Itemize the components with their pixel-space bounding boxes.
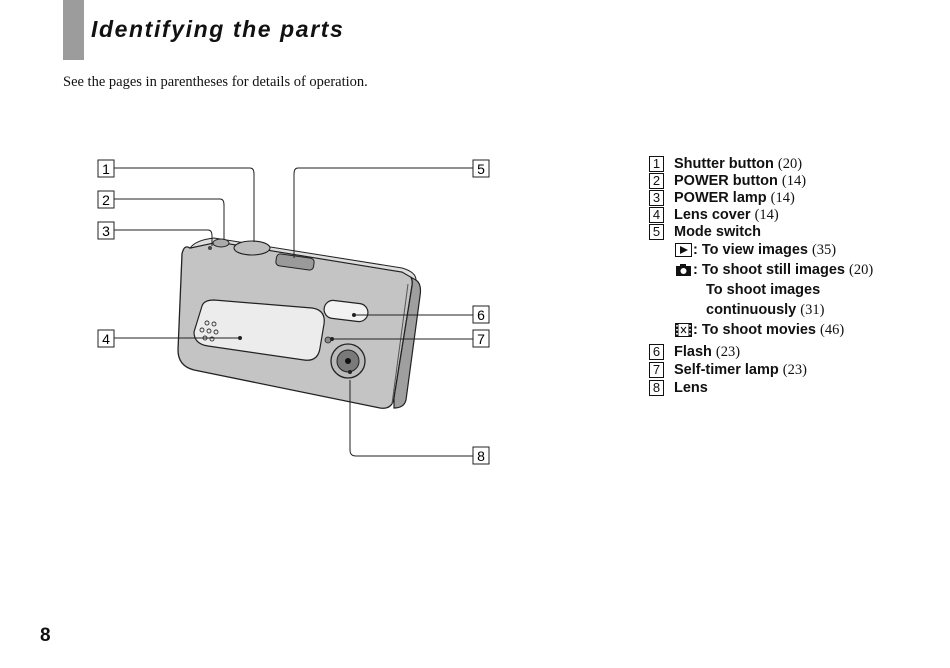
- page-title: Identifying the parts: [91, 16, 345, 42]
- camera-icon: [676, 264, 691, 277]
- camera-illustration: 1 2 3 4 5 6 7 8: [97, 159, 490, 465]
- legend-item-mode-switch: 5 Mode switch: [649, 222, 761, 241]
- page-reference: (23): [782, 362, 807, 378]
- mode-label: continuously: [706, 302, 797, 318]
- mode-label: To shoot movies: [701, 322, 816, 338]
- callout-4: 4: [97, 329, 115, 348]
- svg-text:4: 4: [102, 331, 110, 347]
- legend-item-power-lamp: 3 POWER lamp (14): [649, 188, 795, 207]
- legend-number: 5: [649, 224, 664, 241]
- mode-item-continuous-line1: To shoot images: [706, 280, 820, 300]
- svg-text:2: 2: [102, 192, 110, 208]
- legend-item-power-button: 2 POWER button (14): [649, 171, 806, 190]
- mode-item-still: : To shoot still images (20): [675, 260, 873, 280]
- page-reference: (20): [848, 262, 874, 278]
- mode-switch-shape: [275, 253, 315, 271]
- mode-label: To shoot still images: [701, 262, 845, 278]
- legend-label: POWER button: [674, 173, 778, 189]
- page-reference: (14): [770, 190, 795, 206]
- mode-item-movie: : To shoot movies (46): [675, 320, 844, 340]
- svg-text:3: 3: [102, 223, 110, 239]
- page-number: 8: [40, 625, 51, 646]
- movie-film-icon: [675, 323, 692, 338]
- legend-number: 7: [649, 362, 664, 379]
- shutter-button-shape: [233, 240, 271, 256]
- page-reference: (35): [811, 242, 837, 258]
- legend-label: Shutter button: [674, 156, 774, 172]
- mode-item-continuous-line2: continuously (31): [706, 300, 824, 320]
- legend-number: 3: [649, 190, 664, 207]
- legend-number: 8: [649, 380, 664, 397]
- legend-label: Lens cover: [674, 207, 751, 223]
- legend-label: Flash: [674, 344, 712, 360]
- page-reference: (20): [777, 156, 803, 172]
- legend-item-shutter-button: 1 Shutter button (20): [649, 154, 802, 173]
- legend-item-lens: 8 Lens: [649, 378, 708, 397]
- self-timer-lamp-shape: [324, 336, 332, 344]
- legend-label: Mode switch: [674, 224, 762, 240]
- playback-icon: [675, 243, 692, 258]
- mode-item-view: : To view images (35): [675, 240, 836, 260]
- power-button-shape: [212, 238, 230, 248]
- legend-number: 4: [649, 207, 664, 224]
- svg-text:1: 1: [102, 161, 110, 177]
- camera-diagram: 1 2 3 4 5 6 7 8: [90, 150, 510, 470]
- legend-number: 2: [649, 173, 664, 190]
- svg-text:8: 8: [477, 448, 485, 464]
- legend-item-flash: 6 Flash (23): [649, 342, 740, 361]
- legend-number: 6: [649, 344, 664, 361]
- page-reference: (31): [800, 302, 825, 318]
- callout-6: 6: [472, 305, 490, 324]
- legend-item-lens-cover: 4 Lens cover (14): [649, 205, 779, 224]
- mode-label: To view images: [701, 242, 808, 258]
- legend-label: Lens: [674, 380, 708, 396]
- callout-2: 2: [97, 190, 115, 209]
- callout-8: 8: [472, 446, 490, 465]
- mode-label: To shoot images: [706, 282, 821, 298]
- leader-lines: [114, 167, 473, 457]
- callout-3: 3: [97, 221, 115, 240]
- page-reference: (46): [819, 322, 845, 338]
- power-lamp-shape: [208, 246, 212, 250]
- svg-text:6: 6: [477, 307, 485, 323]
- svg-text:7: 7: [477, 331, 485, 347]
- flash-shape: [323, 299, 369, 323]
- page-reference: (23): [715, 344, 741, 360]
- legend-label: POWER lamp: [674, 190, 767, 206]
- callout-5: 5: [472, 159, 490, 178]
- page-reference: (14): [781, 173, 807, 189]
- callout-1: 1: [97, 159, 115, 178]
- legend-number: 1: [649, 156, 664, 173]
- lens-cover-shape: [193, 299, 325, 361]
- svg-text:5: 5: [477, 161, 485, 177]
- legend-item-self-timer-lamp: 7 Self-timer lamp (23): [649, 360, 807, 379]
- title-accent-bar: [63, 0, 84, 60]
- intro-text: See the pages in parentheses for details…: [63, 74, 368, 90]
- page-reference: (14): [754, 207, 779, 223]
- callout-7: 7: [472, 329, 490, 348]
- legend-label: Self-timer lamp: [674, 362, 779, 378]
